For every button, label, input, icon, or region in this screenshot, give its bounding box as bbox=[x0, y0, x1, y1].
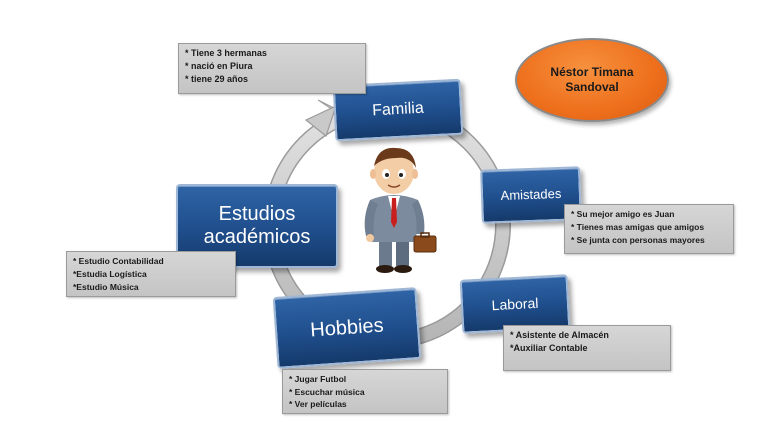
node-familia-label: Familia bbox=[371, 99, 425, 120]
note-hobbies-line: * Jugar Futbol bbox=[289, 374, 347, 384]
node-estudios-line2: académicos bbox=[203, 226, 311, 248]
note-amistades-line: * Se junta con personas mayores bbox=[571, 235, 705, 245]
node-hobbies: Hobbies bbox=[272, 287, 422, 369]
note-familia-line: * nació en Piura bbox=[185, 61, 253, 71]
note-laboral: * Asistente de Almacén *Auxiliar Contabl… bbox=[503, 325, 671, 371]
note-familia: * Tiene 3 hermanas * nació en Piura * ti… bbox=[178, 43, 366, 94]
note-hobbies-line: * Escuchar música bbox=[289, 386, 365, 397]
note-hobbies: * Jugar Futbol * Escuchar música * Ver p… bbox=[282, 369, 448, 414]
node-amistades-label: Amistades bbox=[500, 185, 562, 203]
note-laboral-line: *Auxiliar Contable bbox=[510, 343, 588, 353]
node-hobbies-label: Hobbies bbox=[309, 313, 385, 342]
name-oval: Néstor Timana Sandoval bbox=[515, 38, 669, 122]
node-laboral-label: Laboral bbox=[491, 294, 539, 314]
note-hobbies-line: * Ver películas bbox=[289, 399, 347, 409]
note-estudios: * Estudio Contabilidad *Estudia Logístic… bbox=[66, 251, 236, 297]
note-amistades: * Su mejor amigo es Juan * Tienes mas am… bbox=[564, 204, 734, 254]
note-estudios-line: * Estudio Contabilidad bbox=[73, 256, 164, 266]
note-amistades-line: * Tienes mas amigas que amigos bbox=[571, 222, 705, 232]
note-familia-line: * tiene 29 años bbox=[185, 74, 249, 84]
name-line1: Néstor Timana bbox=[550, 65, 634, 79]
note-laboral-line: * Asistente de Almacén bbox=[510, 330, 609, 340]
note-familia-line: * Tiene 3 hermanas bbox=[185, 48, 267, 58]
name-line2: Sandoval bbox=[565, 80, 619, 94]
note-amistades-line: * Su mejor amigo es Juan bbox=[571, 209, 675, 219]
businessman-icon bbox=[364, 147, 437, 273]
note-estudios-line: *Estudio Música bbox=[73, 282, 139, 292]
node-estudios-line1: Estudios bbox=[218, 203, 296, 225]
note-estudios-line: *Estudia Logística bbox=[73, 269, 147, 279]
